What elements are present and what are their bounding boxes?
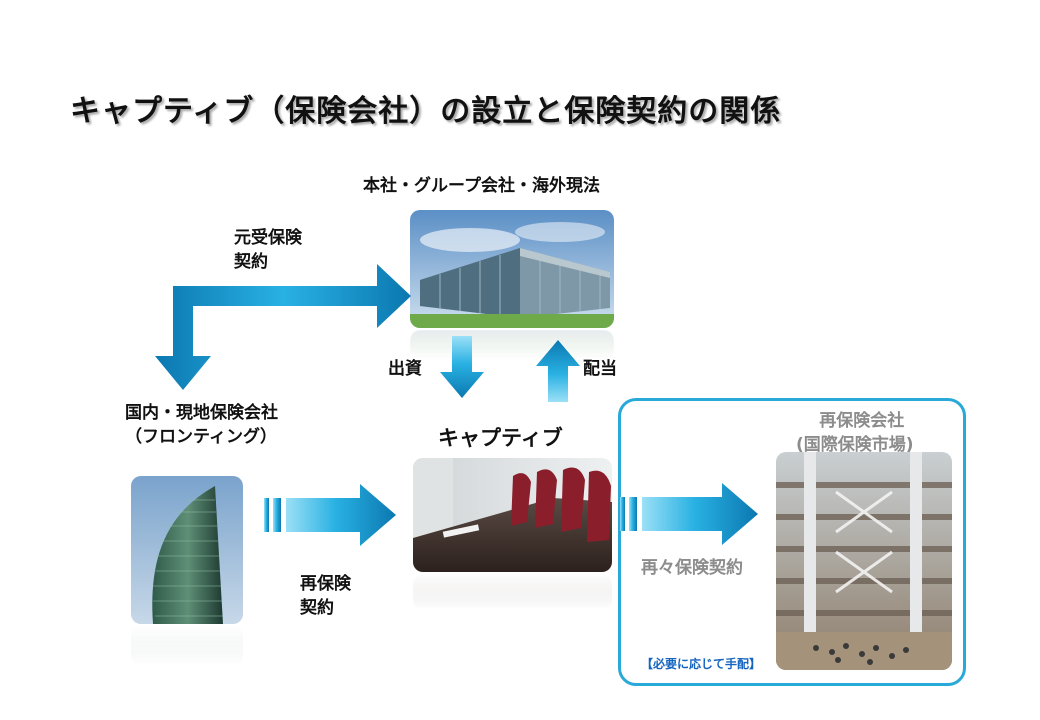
reinsurance-market-box: [618, 398, 966, 686]
captive-label: キャプティブ: [438, 426, 563, 450]
local-insurer-label: 国内・現地保険会社 （フロンティング）: [125, 401, 278, 449]
retrocession-arrow: [620, 483, 758, 545]
meeting-room-photo-icon: [413, 458, 612, 572]
reinsurer-label: 再保険会社 (国際保険市場): [796, 409, 914, 457]
local-insurer-line2: （フロンティング）: [125, 427, 277, 447]
investment-label: 出資: [388, 359, 422, 379]
reinsurer-line1: 再保険会社: [819, 411, 905, 431]
as-needed-note: 【必要に応じて手配】: [641, 657, 762, 671]
headquarters-label: 本社・グループ会社・海外現法: [363, 176, 600, 196]
reinsurance-arrow: [264, 484, 396, 546]
office-building-photo-icon: [410, 210, 614, 328]
original-contract-line1: 元受保険: [234, 228, 302, 248]
original-contract-line2: 契約: [234, 252, 268, 272]
original-contract-label: 元受保険 契約: [234, 226, 302, 274]
original-contract-arrow: [155, 264, 411, 390]
investment-arrow: [440, 336, 484, 398]
retrocession-label: 再々保険契約: [641, 558, 743, 578]
dividend-label: 配当: [583, 359, 617, 379]
insurance-market-atrium-photo-icon: [776, 452, 952, 670]
skyscraper-photo-icon: [131, 476, 243, 624]
reinsurance-contract-line1: 再保険: [300, 574, 351, 594]
reinsurance-contract-line2: 契約: [300, 598, 334, 618]
dividend-arrow: [536, 340, 580, 402]
local-insurer-line1: 国内・現地保険会社: [125, 403, 278, 423]
reinsurer-line2: (国際保険市場): [796, 435, 914, 455]
skyscraper-reflection: [131, 626, 243, 666]
meeting-room-reflection: [413, 574, 612, 610]
reinsurance-contract-label: 再保険 契約: [300, 572, 351, 620]
page-title: キャプティブ（保険会社）の設立と保険契約の関係: [70, 94, 782, 129]
